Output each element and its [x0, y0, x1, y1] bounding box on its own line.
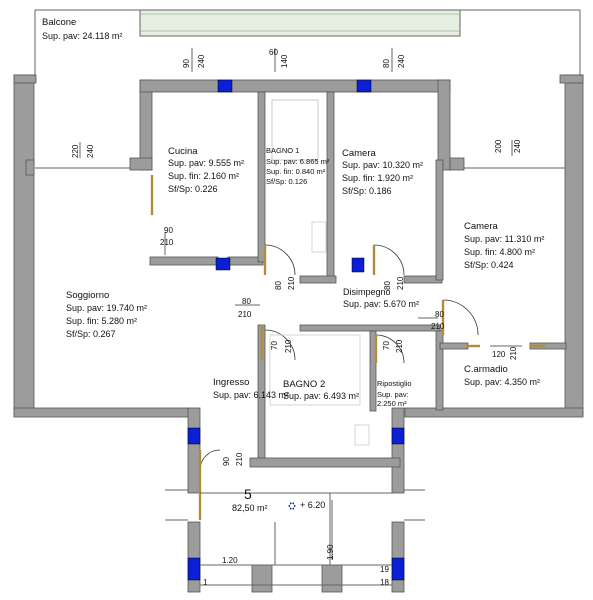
- carmadio-pav: Sup. pav: 4.350 m²: [464, 377, 541, 387]
- dim-80-disimpegno: 80: [435, 310, 444, 319]
- window-kitchen: [217, 79, 233, 93]
- camera2-sf: Sf/Sp: 0.424: [464, 260, 514, 270]
- level-marker-icon: [288, 502, 296, 510]
- dim-210-camera: 210: [396, 276, 405, 290]
- dim-210-cucina: 210: [160, 238, 174, 247]
- dim-90-entrance: 90: [222, 457, 231, 466]
- disimpegno-pav: Sup. pav: 5.670 m²: [343, 299, 420, 309]
- camera2-name: Camera: [464, 221, 498, 232]
- cucina-pav: Sup. pav: 9.555 m²: [168, 158, 245, 168]
- camera1-fin: Sup. fin: 1.920 m²: [342, 173, 414, 183]
- windows: [187, 79, 405, 581]
- window-stair-right: [391, 557, 405, 581]
- camera2-fin: Sup. fin: 4.800 m²: [464, 247, 536, 257]
- window-entry-left: [187, 427, 201, 445]
- dim-140-top: 140: [280, 54, 289, 68]
- dim-240-left: 240: [86, 144, 95, 158]
- dim-120-stair: 1.20: [222, 556, 238, 565]
- camera2-pav: Sup. pav: 11.310 m²: [464, 234, 545, 244]
- carmadio-name: C.armadio: [464, 364, 508, 375]
- dim-80-soggiorno: 80: [242, 297, 251, 306]
- ripostiglio-name: Ripostiglio: [377, 379, 412, 388]
- soggiorno-sf: Sf/Sp: 0.267: [66, 329, 116, 339]
- window-bath: [351, 257, 365, 273]
- soggiorno-name: Soggiorno: [66, 290, 110, 301]
- dim-19: 19: [380, 565, 389, 574]
- window-corridor: [215, 257, 231, 271]
- dim-210-ingresso: 210: [284, 339, 293, 353]
- dim-240-top-right: 240: [397, 54, 406, 68]
- bagno1-name: BAGNO 1: [266, 146, 300, 155]
- camera1-sf: Sf/Sp: 0.186: [342, 186, 392, 196]
- unit-area: 82,50 m²: [232, 503, 268, 513]
- cucina-name: Cucina: [168, 146, 198, 157]
- dim-70-ingresso: 70: [270, 341, 279, 350]
- dim-210-carmadio: 210: [509, 346, 518, 360]
- window-stair-left: [187, 557, 201, 581]
- dim-200: 200: [494, 139, 503, 153]
- dim-210-soggiorno: 210: [238, 310, 252, 319]
- interior-walls: [149, 91, 567, 468]
- dim-210-entrance: 210: [235, 452, 244, 466]
- ingresso-name: Ingresso: [213, 377, 250, 388]
- dim-240-right: 240: [513, 139, 522, 153]
- exterior-walls: [13, 74, 584, 593]
- bagno1-pav: Sup. pav: 6.865 m²: [266, 157, 330, 166]
- balcone-name: Balcone: [42, 17, 77, 28]
- window-entry-right: [391, 427, 405, 445]
- balcony-planter: [139, 9, 461, 37]
- level-label: + 6.20: [300, 500, 326, 510]
- fixtures: [269, 99, 370, 446]
- dim-190: 1.90: [326, 544, 335, 560]
- entrance-stair: [200, 492, 392, 586]
- dim-18: 18: [380, 578, 389, 587]
- dimension-ticks: [79, 48, 522, 560]
- doors: [150, 175, 545, 521]
- cucina-sf: Sf/Sp: 0.226: [168, 184, 218, 194]
- ripostiglio-pav: Sup. pav: 2.250 m²: [377, 390, 409, 408]
- dim-220: 220: [71, 144, 80, 158]
- dim-210-disimpegno: 210: [431, 322, 445, 331]
- balcone-area: Sup. pav: 24.118 m²: [42, 31, 123, 41]
- dim-80-top: 80: [382, 59, 391, 68]
- dim-240-top: 240: [197, 54, 206, 68]
- dim-120-carmadio: 120: [492, 350, 506, 359]
- disimpegno-name: Disimpegno: [343, 287, 391, 297]
- cucina-fin: Sup. fin: 2.160 m²: [168, 171, 240, 181]
- ingresso-pav1: Sup. pav: 6.143 m²: [213, 390, 290, 400]
- soggiorno-fin: Sup. fin: 5.280 m²: [66, 316, 138, 326]
- dim-80-bagno1: 80: [274, 281, 283, 290]
- dim-80-camera: 80: [383, 281, 392, 290]
- dim-70-ripostiglio: 70: [382, 341, 391, 350]
- unit-number: 5: [244, 486, 252, 502]
- bagno2-pav: Sup. pav: 6.493 m²: [283, 391, 360, 401]
- bagno1-fin: Sup. fin: 0.840 m²: [266, 167, 326, 176]
- camera1-name: Camera: [342, 148, 376, 159]
- camera1-pav: Sup. pav: 10.320 m²: [342, 160, 424, 170]
- bagno2-name: BAGNO 2: [283, 379, 326, 390]
- window-bedroom: [356, 79, 372, 93]
- dim-210-bagno1: 210: [287, 276, 296, 290]
- bagno1-sf: Sf/Sp: 0.126: [266, 177, 308, 186]
- dim-1: 1: [203, 578, 208, 587]
- dim-90-top: 90: [182, 59, 191, 68]
- soggiorno-pav: Sup. pav: 19.740 m²: [66, 303, 148, 313]
- dim-90-cucina: 90: [164, 226, 173, 235]
- balcony: [34, 9, 581, 169]
- dim-210-ripostiglio: 210: [395, 339, 404, 353]
- dim-60-top: 60: [269, 48, 278, 57]
